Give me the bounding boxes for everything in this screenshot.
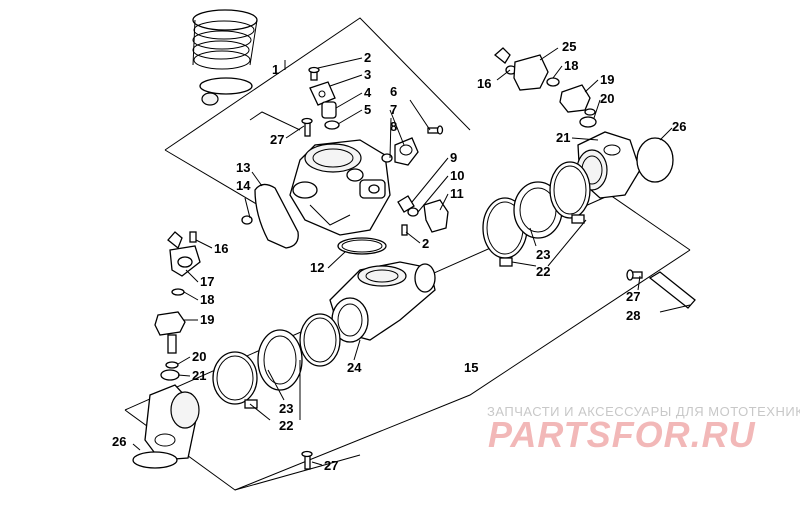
callout-27: 27 xyxy=(626,289,640,304)
callout-18: 18 xyxy=(200,292,214,307)
throttle-body xyxy=(241,66,449,255)
callout-7: 7 xyxy=(390,102,397,117)
callout-25: 25 xyxy=(562,39,576,54)
callout-3: 3 xyxy=(364,67,371,82)
callout-6: 6 xyxy=(390,84,397,99)
left-injector-group xyxy=(132,231,313,470)
right-clamps xyxy=(482,161,591,267)
watermark-caption: ЗАПЧАСТИ И АКСЕССУАРЫ ДЛЯ МОТОТЕХНИКИ xyxy=(487,404,800,419)
callout-22: 22 xyxy=(279,418,293,433)
intake-boot xyxy=(192,9,258,106)
callout-5: 5 xyxy=(364,102,371,117)
callout-13: 13 xyxy=(236,160,250,175)
callout-10: 10 xyxy=(450,168,464,183)
callout-20: 20 xyxy=(600,91,614,106)
callout-27: 27 xyxy=(324,458,338,473)
callout-21: 21 xyxy=(556,130,570,145)
callout-12: 12 xyxy=(310,260,324,275)
callout-numbers: 1 2 3 4 5 27 6 7 8 13 14 9 10 11 2 12 16… xyxy=(112,39,686,473)
callout-19: 19 xyxy=(600,72,614,87)
callout-20: 20 xyxy=(192,349,206,364)
callout-11: 11 xyxy=(450,186,464,201)
callout-26: 26 xyxy=(672,119,686,134)
callout-1: 1 xyxy=(272,62,279,77)
callout-16: 16 xyxy=(477,76,491,91)
callout-8: 8 xyxy=(390,119,397,134)
intake-manifold xyxy=(329,261,436,343)
callout-2: 2 xyxy=(422,236,429,251)
callout-2: 2 xyxy=(364,50,371,65)
wrench-and-bolt xyxy=(626,269,696,309)
callout-21: 21 xyxy=(192,368,206,383)
callout-24: 24 xyxy=(347,360,362,375)
lower-left-clamps xyxy=(212,313,341,409)
callout-4: 4 xyxy=(364,85,372,100)
callout-22: 22 xyxy=(536,264,550,279)
callout-27: 27 xyxy=(270,132,284,147)
callout-19: 19 xyxy=(200,312,214,327)
callout-28: 28 xyxy=(626,308,640,323)
callout-17: 17 xyxy=(200,274,214,289)
watermark-logo: PARTSFOR.RU xyxy=(488,414,756,455)
callout-23: 23 xyxy=(536,247,550,262)
callout-9: 9 xyxy=(450,150,457,165)
callout-18: 18 xyxy=(564,58,578,73)
callout-16: 16 xyxy=(214,241,228,256)
callout-23: 23 xyxy=(279,401,293,416)
callout-14: 14 xyxy=(236,178,251,193)
callout-15: 15 xyxy=(464,360,478,375)
callout-26: 26 xyxy=(112,434,126,449)
leader-lines xyxy=(132,47,691,466)
